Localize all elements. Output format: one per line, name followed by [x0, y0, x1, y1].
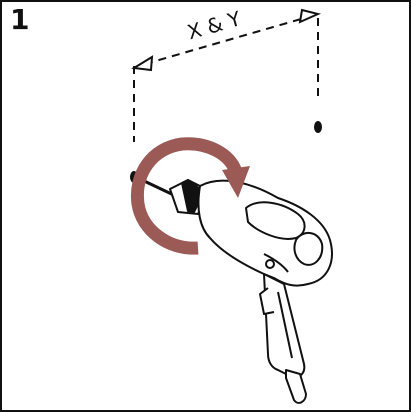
drill-icon — [141, 178, 333, 404]
dimension-label: X & Y — [185, 6, 244, 44]
step-number: 1 — [10, 3, 30, 36]
drill-hole-icon — [314, 121, 322, 133]
rotation-arrow-icon — [130, 137, 250, 255]
dimension-arrow — [131, 8, 322, 72]
guide-lines — [133, 18, 319, 142]
